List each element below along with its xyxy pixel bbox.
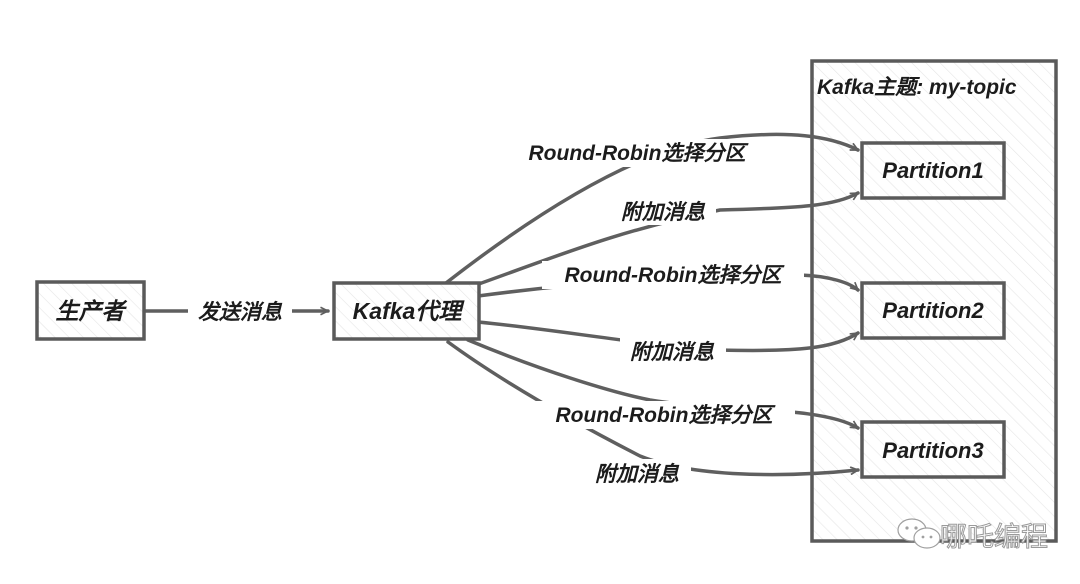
partition-label-1: Partition1	[882, 158, 983, 183]
broker-label: Kafka代理	[353, 298, 466, 324]
edge-label-p3-append: 附加消息	[595, 462, 680, 486]
edge-label-p2-append: 附加消息	[630, 340, 715, 364]
watermark: 哪吒编程	[897, 518, 1049, 554]
broker-node[interactable]: Kafka代理	[332, 281, 481, 341]
edge-broker-p3-append	[446, 340, 860, 477]
partition-label-3: Partition3	[882, 438, 983, 463]
partition-node-2[interactable]: Partition2	[860, 281, 1006, 340]
edge-labels: 发送消息 Round-Robin选择分区 附加消息 Round-Robin选择分…	[188, 139, 804, 487]
topic-title: Kafka主题: my-topic	[817, 75, 1017, 99]
edge-label-p1-select: Round-Robin选择分区	[529, 141, 750, 165]
edge-label-p2-select: Round-Robin选择分区	[565, 263, 786, 287]
edge-label-send: 发送消息	[198, 300, 283, 324]
edge-label-p3-select: Round-Robin选择分区	[556, 403, 777, 427]
edge-label-p1-append: 附加消息	[621, 200, 706, 224]
watermark-text: 哪吒编程	[940, 522, 1048, 553]
wechat-icon	[897, 518, 941, 549]
partition-label-2: Partition2	[882, 298, 984, 323]
partition-node-1[interactable]: Partition1	[860, 141, 1006, 200]
producer-node[interactable]: 生产者	[35, 280, 146, 341]
edge-broker-p3-select	[466, 338, 860, 430]
producer-label: 生产者	[56, 298, 128, 324]
partition-node-3[interactable]: Partition3	[860, 420, 1006, 479]
